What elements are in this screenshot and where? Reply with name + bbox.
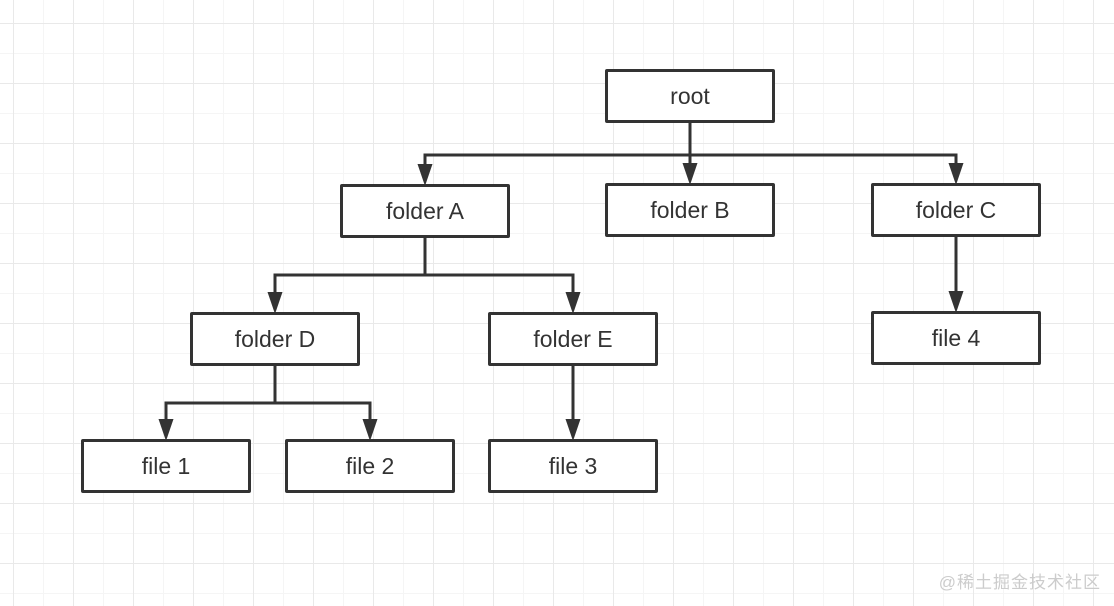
arrowhead-folder-a (417, 164, 433, 186)
node-file-1: file 1 (81, 439, 251, 493)
connector-folder-d-children (158, 366, 378, 441)
node-folder-d: folder D (190, 312, 360, 366)
connector-folder-e-file-3 (565, 366, 581, 441)
node-file-4: file 4 (871, 311, 1041, 365)
node-folder-a: folder A (340, 184, 510, 238)
arrowhead-file-4 (948, 291, 964, 313)
node-file-2: file 2 (285, 439, 455, 493)
node-folder-c: folder C (871, 183, 1041, 237)
connector-folder-a-children (267, 238, 581, 314)
arrowhead-file-3 (565, 419, 581, 441)
arrowhead-folder-b (682, 163, 698, 185)
arrowhead-folder-d (267, 292, 283, 314)
arrowhead-folder-e (565, 292, 581, 314)
arrowhead-folder-c (948, 163, 964, 185)
node-folder-e: folder E (488, 312, 658, 366)
connector-root-children (417, 123, 964, 186)
node-folder-b: folder B (605, 183, 775, 237)
arrowhead-file-1 (158, 419, 174, 441)
watermark-text: @稀土掘金技术社区 (938, 573, 1101, 592)
connector-folder-c-file-4 (948, 237, 964, 313)
node-root: root (605, 69, 775, 123)
arrowhead-file-2 (362, 419, 378, 441)
node-file-3: file 3 (488, 439, 658, 493)
